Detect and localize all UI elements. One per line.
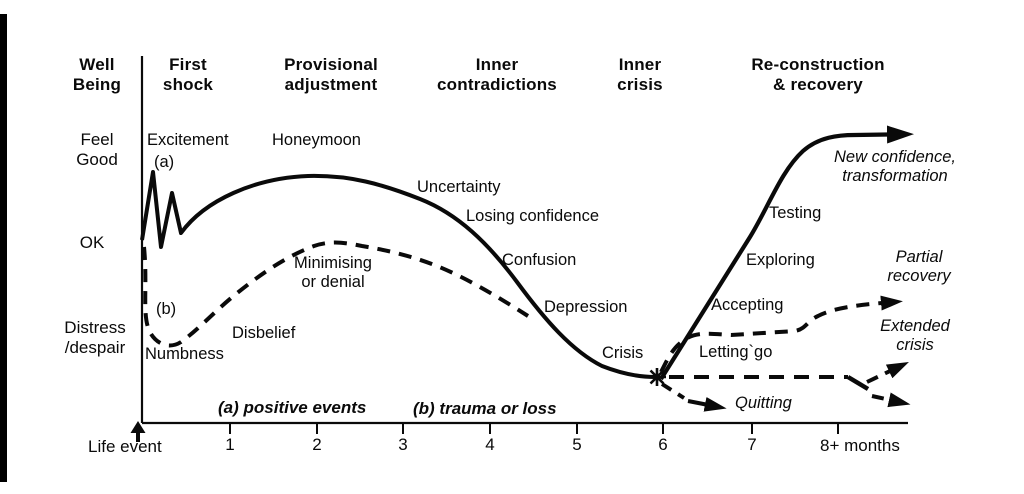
annotation-crisis: Crisis bbox=[602, 344, 644, 362]
annotation-confusion: Confusion bbox=[502, 251, 577, 269]
legend-curve-a: (a) positive events bbox=[218, 398, 367, 417]
x-tick-1: 1 bbox=[225, 435, 235, 454]
partial-recovery-arrow-path bbox=[659, 295, 903, 373]
extended-crisis-up-arrow bbox=[866, 361, 909, 384]
annotation-disbelief: Disbelief bbox=[232, 324, 296, 342]
curve-a-path bbox=[140, 170, 656, 379]
extended-crisis-junction bbox=[846, 375, 870, 391]
curve-b-marker: (b) bbox=[156, 300, 177, 318]
extended-crisis-down-arrow bbox=[871, 392, 911, 408]
y-level-distress: Distress /despair bbox=[64, 318, 126, 358]
x-tick-8-plus-months: 8+ months bbox=[820, 436, 900, 455]
annotation-losing-confidence: Losing confidence bbox=[466, 207, 600, 225]
x-tick-2: 2 bbox=[312, 435, 322, 454]
y-level-feel-good: Feel Good bbox=[76, 130, 118, 170]
x-axis-origin-label: Life event bbox=[88, 437, 162, 456]
annotation-numbness: Numbness bbox=[145, 345, 224, 363]
x-tick-6: 6 bbox=[658, 435, 668, 454]
annotation-letting-go: Letting`go bbox=[699, 343, 773, 361]
x-tick-3: 3 bbox=[398, 435, 408, 454]
annotation-new-confidence: New confidence, transformation bbox=[834, 148, 956, 186]
crisis-star-marker bbox=[648, 368, 666, 386]
y-level-ok: OK bbox=[79, 233, 105, 252]
curve-a-marker: (a) bbox=[154, 153, 175, 171]
annotation-quitting: Quitting bbox=[735, 394, 792, 412]
annotation-testing: Testing bbox=[769, 204, 822, 222]
phase-inner-crisis: Inner crisis bbox=[617, 55, 663, 95]
annotation-depression: Depression bbox=[544, 298, 628, 316]
legend-curve-b: (b) trauma or loss bbox=[413, 399, 557, 418]
annotation-excitement: Excitement bbox=[147, 131, 229, 149]
annotation-exploring: Exploring bbox=[746, 251, 815, 269]
quitting-path bbox=[660, 382, 686, 400]
quitting-arrow bbox=[687, 396, 727, 412]
annotation-accepting: Accepting bbox=[711, 296, 784, 314]
phase-inner-contradictions: Inner contradictions bbox=[437, 55, 557, 95]
x-tick-4: 4 bbox=[485, 435, 495, 454]
phase-first-shock: First shock bbox=[162, 55, 214, 95]
annotation-extended-crisis: Extended crisis bbox=[880, 317, 950, 355]
life-event-arrow bbox=[130, 421, 146, 442]
phase-reconstruction-recovery: Re-construction & recovery bbox=[751, 55, 885, 95]
x-axis-ticks bbox=[229, 423, 839, 434]
phase-provisional-adjustment: Provisional adjustment bbox=[284, 55, 378, 95]
annotation-minimising: Minimising or denial bbox=[294, 254, 372, 292]
scan-edge-artifact bbox=[0, 14, 7, 482]
curve-b-path bbox=[142, 240, 530, 348]
y-axis-title: Well Being bbox=[72, 55, 122, 95]
annotation-honeymoon: Honeymoon bbox=[272, 131, 361, 149]
x-tick-7: 7 bbox=[747, 435, 757, 454]
annotation-partial-recovery: Partial recovery bbox=[887, 248, 951, 286]
recovery-arrow-path bbox=[659, 125, 914, 381]
annotation-uncertainty: Uncertainty bbox=[417, 178, 501, 196]
x-tick-5: 5 bbox=[572, 435, 582, 454]
